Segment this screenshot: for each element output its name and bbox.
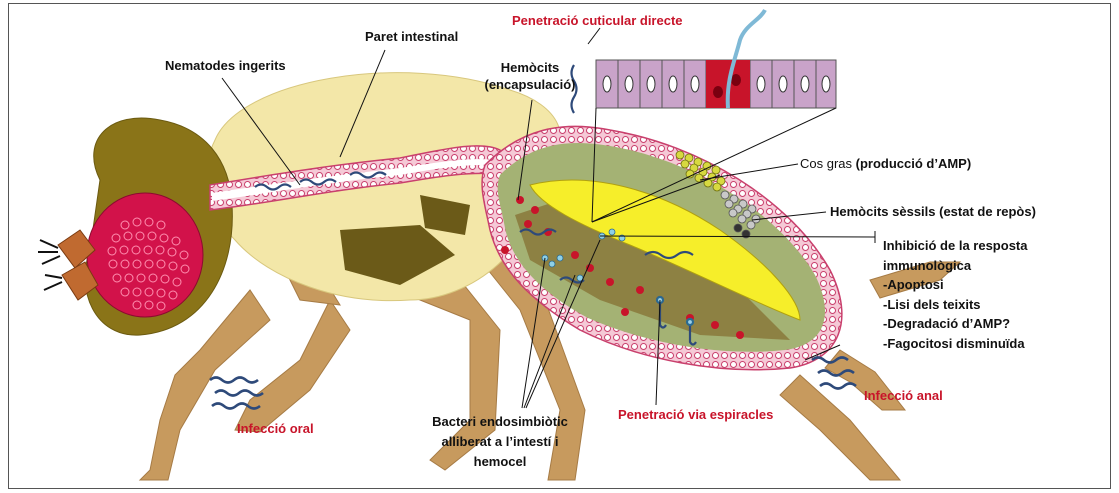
label-cos-gras-b: (producció d’AMP) — [856, 156, 972, 171]
label-bacteri-line2: alliberat a l’intestí i — [405, 432, 595, 452]
label-hemocits-sessils-a: Hemòcits sèssils — [830, 204, 939, 219]
inhibition-item-degradacio: -Degradació d’AMP? — [883, 314, 1027, 334]
label-hemocits-line1: Hemòcits — [470, 59, 590, 76]
label-hemocits-sessils: Hemòcits sèssils (estat de repòs) — [830, 203, 1036, 220]
inhibition-item-fagocitosi: -Fagocitosi disminuïda — [883, 334, 1027, 354]
inhibition-item-apoptosi: -Apoptosi — [883, 275, 1027, 295]
label-infeccio-oral: Infecció oral — [237, 420, 314, 437]
inhibition-title-1: Inhibició de la resposta — [883, 236, 1027, 256]
immune-inhibition-list: Inhibició de la resposta immunològica -A… — [883, 236, 1027, 353]
label-cos-gras-a: Cos gras — [800, 156, 856, 171]
label-bacteri: Bacteri endosimbiòtic alliberat a l’inte… — [405, 412, 595, 472]
label-hemocits-sessils-b: (estat de repòs) — [939, 204, 1036, 219]
label-penetracio-cuticular: Penetració cuticular directe — [512, 12, 683, 29]
label-cos-gras: Cos gras (producció d’AMP) — [800, 155, 971, 172]
label-infeccio-anal: Infecció anal — [864, 387, 943, 404]
inhibition-item-lisi: -Lisi dels teixits — [883, 295, 1027, 315]
compound-eye — [87, 193, 203, 317]
label-paret-intestinal: Paret intestinal — [365, 28, 458, 45]
label-penetracio-espiracles: Penetració via espiracles — [618, 406, 773, 423]
label-bacteri-line1: Bacteri endosimbiòtic — [405, 412, 595, 432]
label-bacteri-line3: hemocel — [405, 452, 595, 472]
inhibition-title-2: immunològica — [883, 256, 1027, 276]
label-hemocits-line2: (encapsulació) — [470, 76, 590, 93]
label-nematodes-ingerits: Nematodes ingerits — [165, 57, 286, 74]
label-hemocits: Hemòcits (encapsulació) — [470, 59, 590, 93]
